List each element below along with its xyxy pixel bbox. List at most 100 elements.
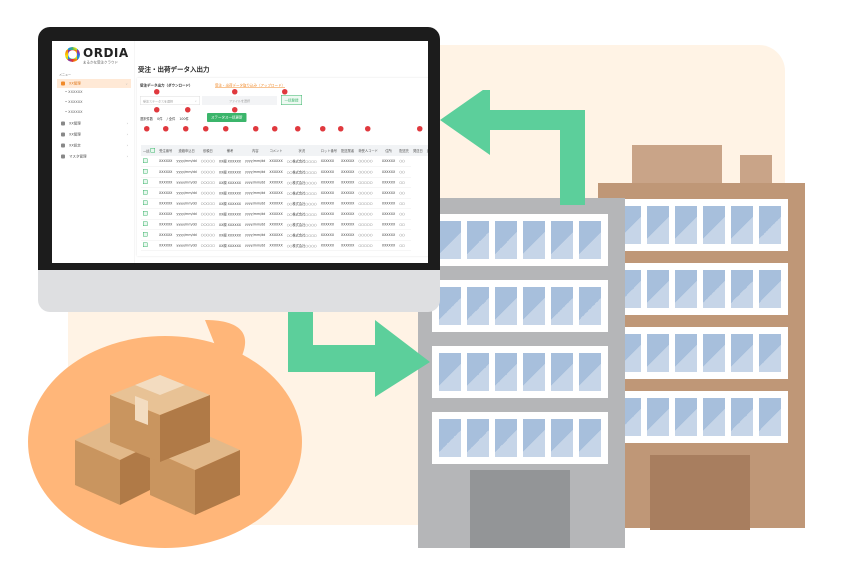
column-header: 発送日: [410, 145, 425, 156]
table-cell: ○○○○○: [198, 166, 217, 178]
table-cell: XXXXXX: [157, 187, 175, 199]
file-input[interactable]: ファイルを選択: [202, 96, 277, 105]
row-checkbox[interactable]: [143, 190, 148, 195]
status-select[interactable]: 受注ステータスを選択⌄: [140, 96, 200, 105]
window: [492, 284, 520, 328]
register-button[interactable]: 一括登録: [281, 95, 302, 105]
badge: [144, 126, 150, 132]
io-card: 受注データ出力（ダウンロード） 受注・出荷データ取り込み（アップロード） 受注ス…: [137, 78, 428, 256]
window: [644, 395, 672, 439]
window: [672, 203, 700, 247]
chevron-right-icon: ›: [126, 154, 128, 159]
column-header: 一括: [141, 145, 158, 156]
table-cell: ○○: [397, 208, 411, 220]
row-checkbox[interactable]: [143, 200, 148, 205]
table-cell: XXXXXX: [338, 240, 357, 251]
window: [700, 203, 728, 247]
table-cell: XX欄 XXXXXX: [216, 219, 244, 230]
row-checkbox[interactable]: [143, 211, 148, 216]
subitem-label: XXXXXX: [68, 110, 83, 114]
table-cell: ○○○○○: [356, 208, 380, 220]
row-checkbox[interactable]: [143, 221, 148, 226]
table-cell: ○○株式会社○○○○: [284, 187, 319, 199]
window: [436, 284, 464, 328]
badge: [154, 89, 160, 95]
row-checkbox[interactable]: [143, 158, 148, 163]
sidebar-subitem[interactable]: • XXXXXX: [65, 90, 83, 94]
row-checkbox-cell: [141, 198, 158, 209]
sidebar-item[interactable]: マスタ管理›: [57, 152, 131, 161]
table-cell: ○○株式会社○○○○: [284, 156, 319, 167]
sidebar-item-label: XX設定: [69, 143, 81, 148]
table-cell: XXXXXX: [157, 166, 175, 178]
table-cell: XX欄 XXXXXX: [216, 229, 244, 241]
select-all-checkbox[interactable]: [150, 147, 156, 153]
table-cell: ○○○○○: [198, 177, 217, 188]
subitem-label: XXXXXX: [68, 90, 83, 94]
table-cell: ○○: [397, 229, 411, 241]
row-checkbox[interactable]: [143, 169, 148, 174]
upload-link[interactable]: 受注・出荷データ取り込み（アップロード）: [215, 83, 285, 88]
table-cell: XXXXXX: [338, 219, 357, 230]
window: [756, 331, 784, 375]
window: [576, 350, 604, 394]
table-cell: ○○○○○: [198, 229, 217, 241]
speech-bubble-boxes: [28, 320, 302, 548]
total-count: 100件: [179, 117, 189, 121]
menu-icon: [61, 121, 65, 126]
window: [700, 267, 728, 311]
window: [436, 350, 464, 394]
column-header: 住所: [379, 145, 398, 156]
row-checkbox[interactable]: [143, 232, 148, 237]
badge: [272, 126, 278, 132]
sidebar-item-label: XX管理: [69, 132, 81, 137]
status-update-button[interactable]: ステータス一括更新: [207, 113, 247, 122]
table-cell: ○○株式会社○○○○: [284, 166, 319, 178]
table-cell: XXXXXX: [338, 156, 357, 167]
badge: [154, 107, 160, 113]
table-cell: yyyy/mm/dd: [174, 208, 199, 220]
table-cell: XXXXXX: [157, 156, 175, 167]
window: [728, 395, 756, 439]
table-cell: yyyy/mm/dd: [174, 187, 199, 199]
chevron-right-icon: ›: [126, 121, 128, 126]
column-header: 状況: [284, 145, 319, 156]
window: [576, 416, 604, 460]
row-checkbox[interactable]: [143, 242, 148, 247]
table-cell: yyyy/mm/dd: [174, 177, 199, 188]
table-cell: XXXXXX: [267, 229, 285, 241]
sidebar-item-active[interactable]: XX管理⌄: [57, 79, 131, 88]
menu-label: メニュー: [59, 73, 72, 77]
sidebar-subitem[interactable]: • XXXXXX: [65, 110, 83, 114]
table-cell: yyyy/mm/dd: [243, 187, 268, 199]
window: [672, 267, 700, 311]
row-checkbox[interactable]: [143, 179, 148, 184]
column-header: 配送先: [397, 145, 411, 156]
sidebar-item[interactable]: XX設定›: [57, 141, 131, 150]
table-cell: ○○株式会社○○○○: [284, 198, 319, 209]
table-cell: yyyy/mm/dd: [174, 166, 199, 178]
table-cell: XX欄 XXXXXX: [216, 156, 244, 167]
badge: [232, 107, 238, 113]
badge: [320, 126, 326, 132]
sidebar-item[interactable]: XX管理›: [57, 119, 131, 128]
table-cell: yyyy/mm/dd: [174, 240, 199, 251]
table-cell: XXXXXX: [318, 229, 339, 241]
window: [464, 284, 492, 328]
sidebar-subitem[interactable]: • XXXXXX: [65, 100, 83, 104]
window: [520, 416, 548, 460]
window: [548, 416, 576, 460]
column-header: 依頼日: [198, 145, 217, 156]
table-cell: XXXXXX: [318, 219, 339, 230]
table-cell: ○○: [397, 177, 411, 188]
sidebar-item[interactable]: XX管理›: [57, 130, 131, 139]
